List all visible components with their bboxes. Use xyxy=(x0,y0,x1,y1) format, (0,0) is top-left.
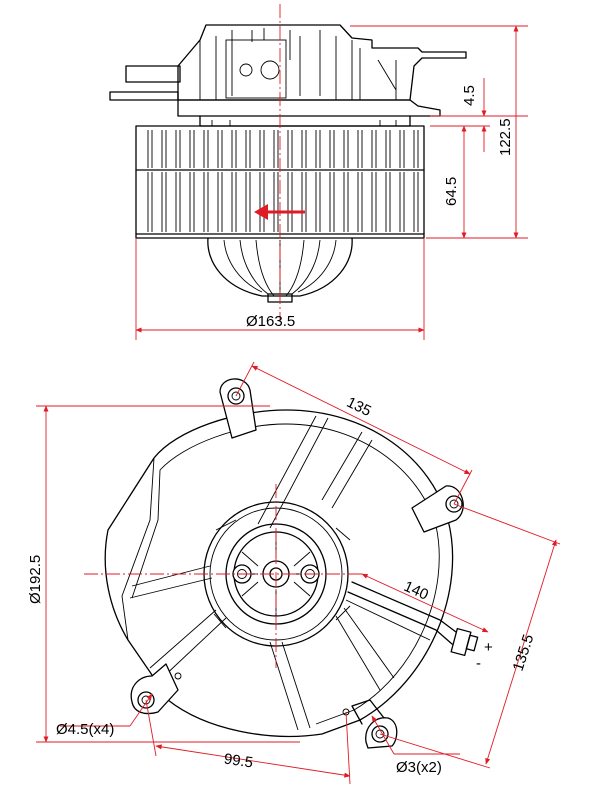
dim-flange-thickness: 4.5 xyxy=(461,85,478,106)
top-view: + - xyxy=(27,361,561,785)
mounting-ear-bottom xyxy=(351,699,398,749)
dim-hole-spacing-top: 135 xyxy=(344,394,374,420)
dim-wheel-height: 64.5 xyxy=(443,177,460,206)
mounting-ear-right xyxy=(411,485,464,533)
dim-hole-spacing-right: 135.5 xyxy=(510,632,538,673)
dim-hole-spacing-bottom: 99.5 xyxy=(223,751,254,772)
dim-overall-height: 122.5 xyxy=(497,118,514,156)
mounting-ear-top xyxy=(219,378,257,439)
dim-mount-holes: Ø4.5(x4) xyxy=(56,721,114,738)
connector-minus-label: - xyxy=(476,655,481,672)
dimension-lines-top xyxy=(36,361,561,785)
motor-housing xyxy=(109,24,467,127)
mounting-ear-left xyxy=(130,663,179,715)
dim-pin-holes: Ø3(x2) xyxy=(396,759,442,776)
dim-wheel-diameter: Ø163.5 xyxy=(246,313,295,330)
pin-hole-left xyxy=(174,672,182,680)
connector-plus-label: + xyxy=(484,639,493,656)
side-view: 4.5 122.5 64.5 Ø163.5 xyxy=(109,4,528,340)
rotation-direction-arrow xyxy=(254,204,305,220)
dimension-lines-side xyxy=(135,25,528,340)
dim-outer-diameter: Ø192.5 xyxy=(27,555,44,604)
dim-center-to-connector: 140 xyxy=(401,578,431,604)
